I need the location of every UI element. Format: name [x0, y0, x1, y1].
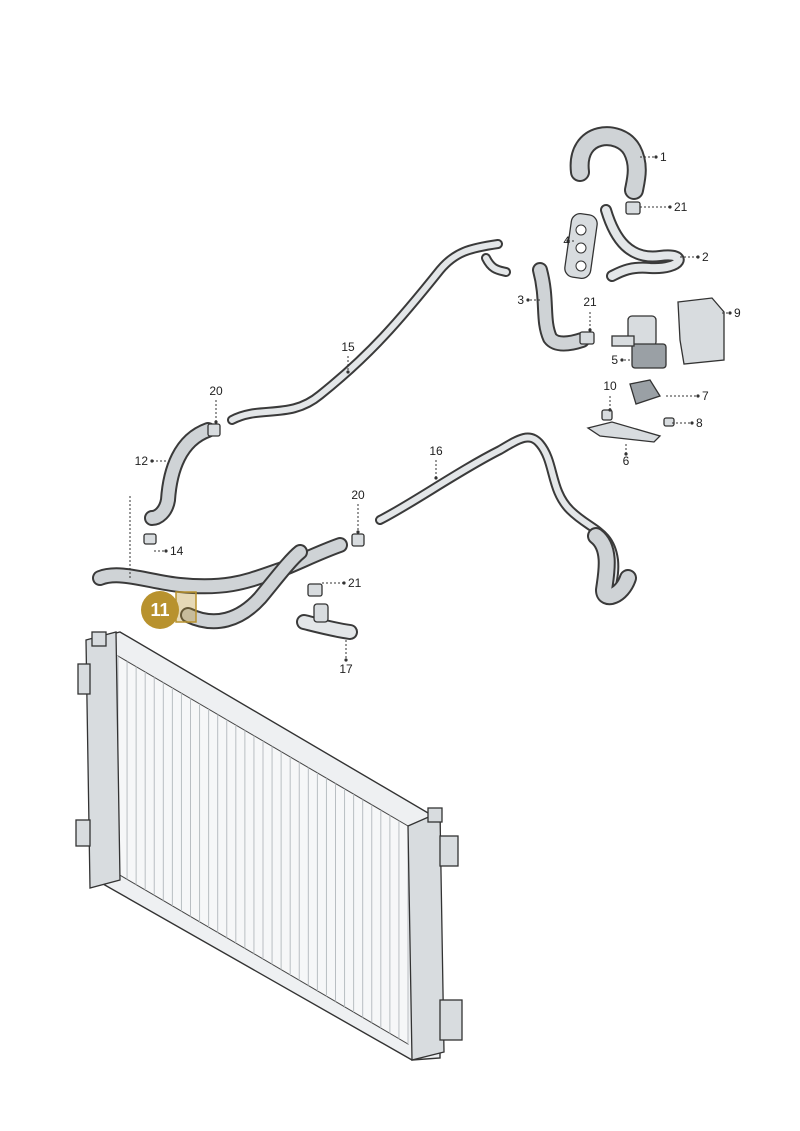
callout-label: 21	[674, 200, 688, 214]
callout-leader-dot	[356, 530, 360, 534]
callout-label: 8	[696, 416, 703, 430]
callout-label: 6	[623, 454, 630, 468]
callout-leader-dot	[214, 420, 218, 424]
callout-label: 14	[170, 544, 184, 558]
callout-leader-dot	[696, 255, 700, 259]
highlight-badge-11[interactable]: 11	[141, 591, 197, 629]
callout-label: 3	[517, 293, 524, 307]
callout-label: 7	[702, 389, 709, 403]
pump-5	[611, 315, 667, 369]
callout-label: 9	[734, 306, 741, 320]
callout-label: 1	[660, 150, 667, 164]
hose-3	[532, 262, 590, 352]
callout-leader-dot	[696, 394, 700, 398]
cover-9	[677, 297, 725, 365]
hose-12	[144, 422, 216, 526]
gasket-4	[564, 213, 598, 279]
callout-label: 21	[583, 295, 597, 309]
hose-11	[92, 537, 348, 630]
callout-leader-dot	[566, 239, 570, 243]
bracket-6	[586, 421, 662, 443]
callout-leader-dot	[690, 421, 694, 425]
callout-leader-dot	[728, 311, 732, 315]
callout-leader-dot	[620, 358, 624, 362]
callout-label: 10	[603, 379, 617, 393]
callout-label: 17	[339, 662, 353, 676]
callout-label: 20	[209, 384, 223, 398]
callout-leader-dot	[608, 408, 612, 412]
hose-16-end	[587, 527, 637, 606]
clips	[143, 201, 675, 597]
callout-label: 16	[429, 444, 443, 458]
callout-leader-dot	[624, 452, 628, 456]
callout-label: 15	[341, 340, 355, 354]
radiator	[75, 631, 463, 1061]
callout-label: 12	[135, 454, 149, 468]
callout-leader-dot	[668, 205, 672, 209]
callout-labels: 1 21 2 4 3 21 9 5 10 7 8 6 15 20 12 16 20 14 21 17	[135, 150, 741, 676]
callout-leader-dot	[150, 459, 154, 463]
callout-leader-dot	[344, 658, 348, 662]
callout-label: 21	[348, 576, 362, 590]
callout-leader-dot	[342, 581, 346, 585]
callout-label: 5	[611, 353, 618, 367]
hose-1	[569, 126, 647, 200]
highlight-badge-label: 11	[150, 600, 169, 620]
callout-label: 2	[702, 250, 709, 264]
callout-leader-dot	[434, 476, 438, 480]
callout-label: 4	[563, 234, 570, 248]
connector-17	[296, 603, 358, 640]
callout-leader-dot	[526, 298, 530, 302]
callout-leader-dot	[654, 155, 658, 159]
bracket-7	[629, 379, 661, 405]
callout-leader-dot	[588, 328, 592, 332]
pipe-16	[375, 432, 620, 603]
hose-2	[600, 204, 685, 282]
pipe-15	[227, 239, 511, 425]
callout-label: 20	[351, 488, 365, 502]
callout-leader-dot	[164, 549, 168, 553]
callout-leader-dot	[346, 370, 350, 374]
